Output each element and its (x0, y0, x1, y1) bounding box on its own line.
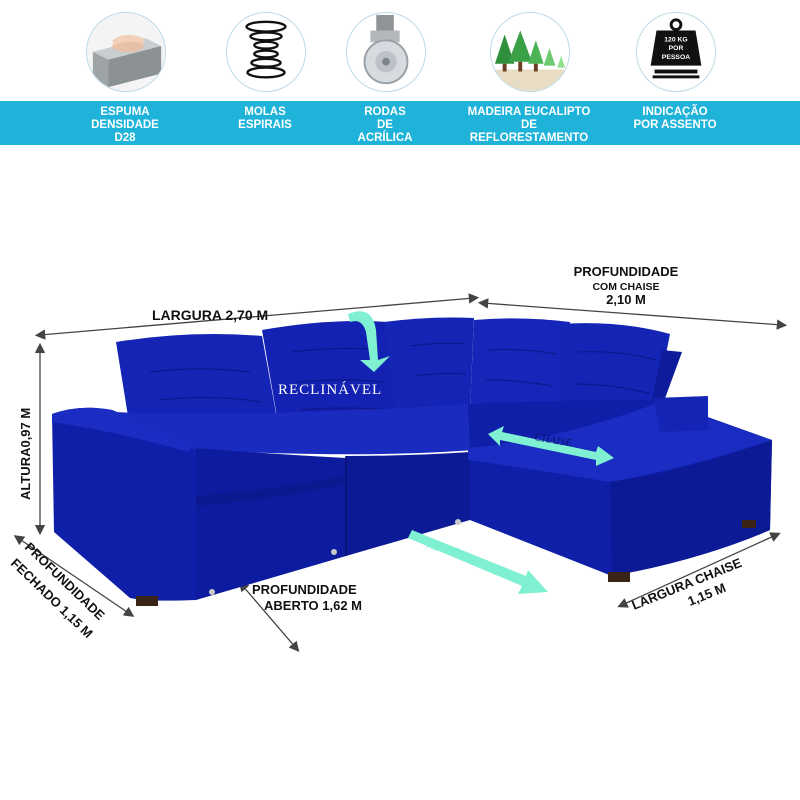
feature-label-spring: MOLAS ESPIRAIS (238, 106, 292, 131)
sofa (52, 317, 772, 606)
sofa-foot (608, 572, 630, 582)
prof-fechado-line (13, 535, 135, 617)
largura-line (34, 293, 480, 340)
left-arm (52, 407, 196, 601)
feature-label-wood: MADEIRA EUCALIPTO DE REFLORESTAMENTO (467, 106, 591, 144)
prof-aberto-label-1: PROFUNDIDADE (252, 582, 357, 597)
profundidade-chaise-label-2: COM CHAISE (592, 281, 659, 293)
largura-chaise-line (617, 532, 781, 608)
feature-label-wheel: RODAS DE ACRÍLICA (357, 106, 413, 144)
seat-deck (112, 404, 560, 455)
weight-icon: 120 KG POR PESSOA (636, 12, 716, 92)
feature-wheel: RODAS DE ACRÍLICA (322, 6, 452, 146)
callout-arrows (348, 311, 614, 594)
weight-text-line2: POR (669, 45, 684, 52)
profundidade-chaise-line (477, 298, 788, 330)
reclinavel-arrow (348, 311, 390, 372)
prof-aberto-label-2: ABERTO 1,62 M (264, 598, 362, 613)
retratil-label: RETRÁTIL (424, 538, 475, 565)
dimension-lines (13, 293, 788, 652)
prof-aberto-line (238, 581, 300, 652)
feature-label-foam: ESPUMA DENSIDADE D28 (91, 106, 159, 144)
sofa-foot (742, 520, 756, 528)
feature-label-weight: INDICAÇÃO POR ASSENTO (633, 106, 717, 131)
feature-foam: ESPUMA DENSIDADE D28 (62, 6, 192, 146)
weight-text-line1: 120 KG (664, 36, 687, 43)
chaise-arrow (488, 426, 614, 466)
feature-band (0, 101, 800, 145)
feature-weight: 120 KG POR PESSOA INDICAÇÃO POR ASSENTO (612, 6, 742, 146)
recliner-seat-front (196, 448, 346, 600)
feature-spring: MOLAS ESPIRAIS (202, 6, 332, 146)
recliner-seat-front (346, 452, 470, 556)
sofa-foot (136, 596, 158, 606)
foam-block-icon (86, 12, 166, 92)
retratil-arrow (408, 530, 548, 594)
caster-wheel-icon (346, 12, 426, 92)
profundidade-chaise-label-3: 2,10 M (606, 292, 646, 307)
altura-label: ALTURA0,97 M (18, 408, 33, 500)
coil-spring-icon (226, 12, 306, 92)
weight-text-line3: PESSOA (662, 54, 690, 61)
right-arm (654, 396, 708, 432)
profundidade-chaise-label-1: PROFUNDIDADE (574, 264, 679, 279)
reclinavel-label: RECLINÁVEL (278, 381, 382, 398)
largura-label: LARGURA 2,70 M (152, 307, 268, 323)
feature-wood: MADEIRA EUCALIPTO DE REFLORESTAMENTO (466, 6, 596, 146)
pine-trees-icon (490, 12, 570, 92)
